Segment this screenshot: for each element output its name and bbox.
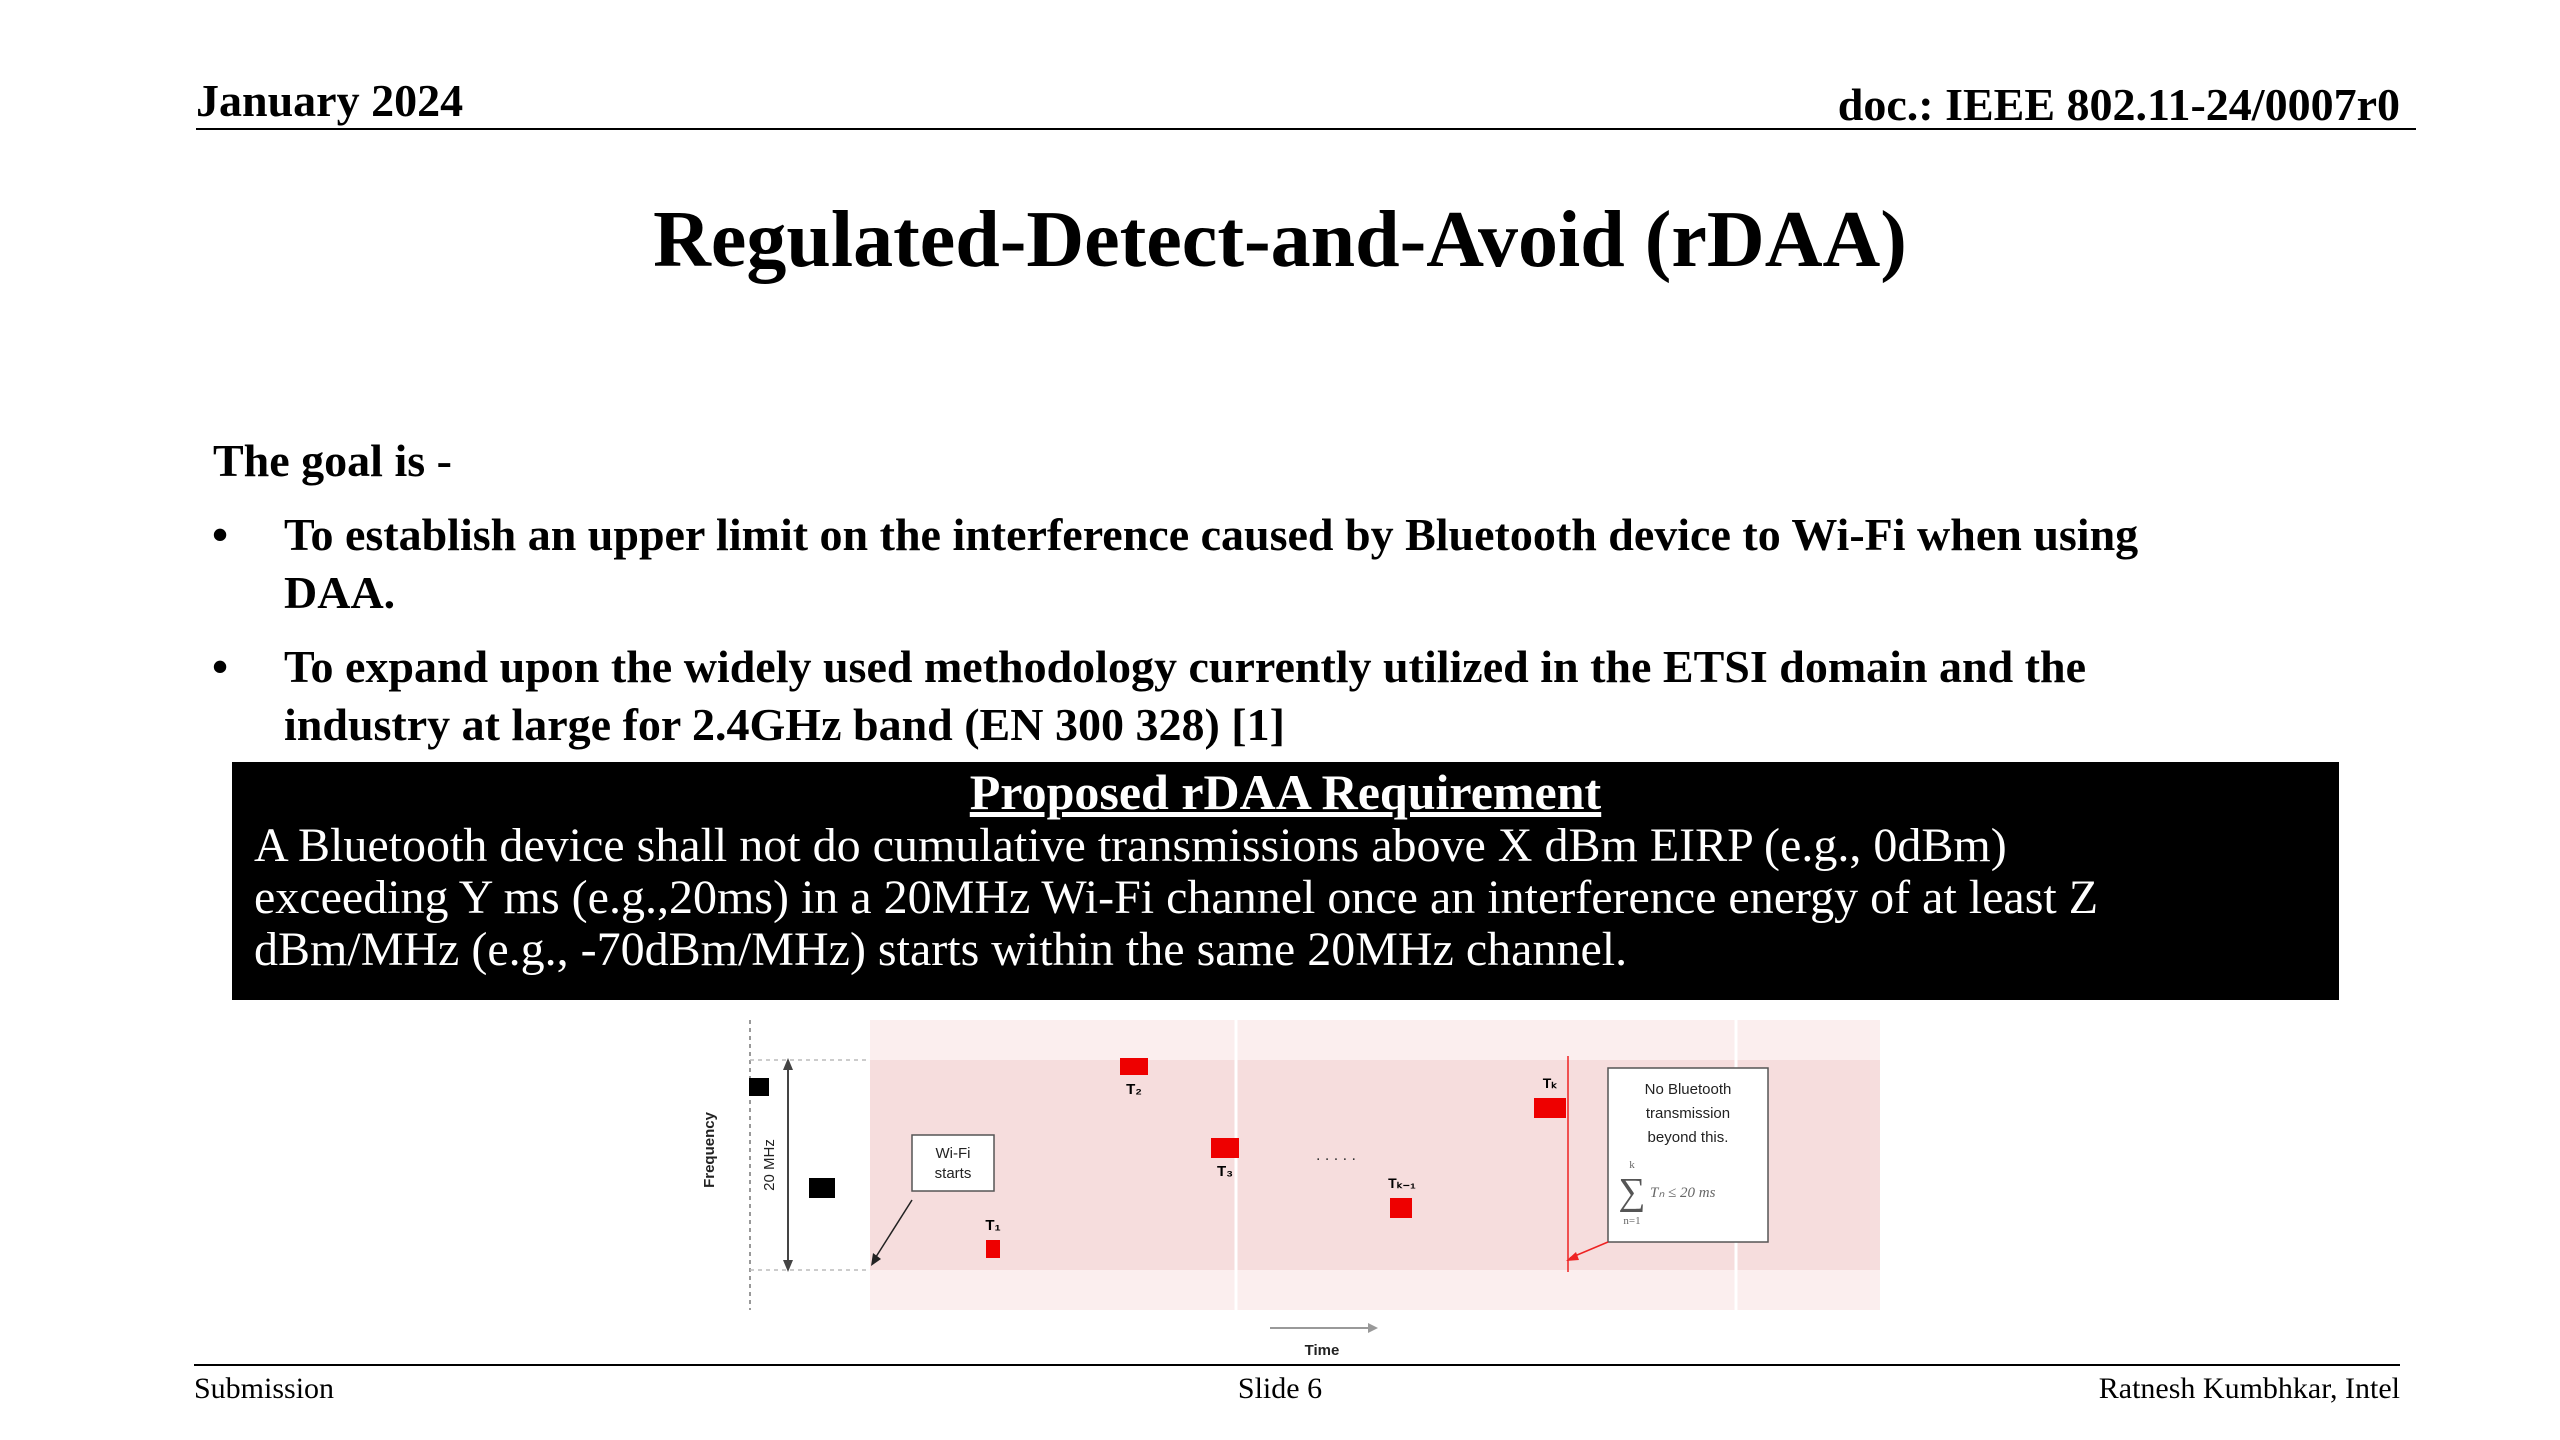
bt-label-tk-1: Tₖ₋₁ (1388, 1175, 1416, 1191)
requirement-body: A Bluetooth device shall not do cumulati… (254, 820, 2324, 976)
no-bt-line-3: beyond this. (1648, 1129, 1729, 1146)
bullet-dot: • (212, 509, 229, 560)
no-bt-line-2: transmission (1646, 1105, 1730, 1122)
bt-burst-tk-1 (1390, 1198, 1412, 1218)
wifi-block-1 (749, 1078, 769, 1096)
time-axis-arrowhead (1368, 1323, 1378, 1333)
wifi-starts-line-1: Wi-Fi (936, 1145, 971, 1162)
wifi-starts-arrowhead (871, 1253, 881, 1266)
bt-label-t3: T₃ (1217, 1163, 1233, 1180)
requirement-title: Proposed rDAA Requirement (969, 764, 1602, 820)
bt-burst-t3 (1211, 1138, 1239, 1158)
note-arrowhead (1566, 1252, 1579, 1261)
bullet-2-line-1: To expand upon the widely used methodolo… (284, 641, 2086, 692)
bullet-dot: • (212, 641, 229, 692)
header-rule (196, 128, 2416, 130)
sum-lower-limit: n=1 (1623, 1215, 1640, 1227)
bt-label-t2: T₂ (1126, 1081, 1142, 1098)
bandwidth-arrowhead-bottom (783, 1260, 793, 1272)
header-doc-id: doc.: IEEE 802.11-24/0007r0 (1837, 79, 2400, 130)
bullet-1-line-2: DAA. (284, 567, 396, 618)
no-bt-line-1: No Bluetooth (1645, 1081, 1732, 1098)
header-date: January 2024 (196, 75, 464, 126)
ellipsis: . . . . . (1316, 1147, 1356, 1164)
footer-author: Ratnesh Kumbhkar, Intel (2098, 1372, 2400, 1405)
frequency-axis-label: Frequency (701, 1111, 718, 1188)
sum-upper-limit: k (1629, 1159, 1635, 1171)
sum-symbol: ∑ (1618, 1171, 1645, 1213)
bullet-item-2: • To expand upon the widely used methodo… (212, 638, 2362, 758)
bt-burst-t2 (1120, 1058, 1148, 1075)
goal-label: The goal is - (213, 435, 452, 486)
requirement-box: Proposed rDAA Requirement A Bluetooth de… (232, 762, 2339, 1000)
bt-burst-t1 (986, 1240, 1000, 1258)
bullet-1-line-1: To establish an upper limit on the inter… (284, 509, 2139, 560)
bullet-item-1: • To establish an upper limit on the int… (212, 506, 2362, 626)
requirement-line-3: dBm/MHz (e.g., -70dBm/MHz) starts within… (254, 923, 1628, 976)
bandwidth-label: 20 MHz (761, 1139, 778, 1191)
footer-slide-number: Slide 6 (1237, 1372, 1323, 1405)
time-axis-label: Time (1305, 1342, 1340, 1359)
bullet-2-line-2: industry at large for 2.4GHz band (EN 30… (284, 699, 1285, 750)
wifi-block-2 (809, 1178, 835, 1198)
requirement-line-1: A Bluetooth device shall not do cumulati… (254, 819, 2007, 872)
rdaa-timing-diagram: Frequency 20 MHz Wi-Fi starts T₁ T₂ T₃ .… (701, 1020, 1880, 1359)
sum-expression: Tₙ ≤ 20 ms (1650, 1185, 1716, 1201)
bt-label-tk: Tₖ (1543, 1075, 1558, 1091)
wifi-starts-note (911, 1134, 995, 1192)
wifi-starts-pointer (873, 1199, 913, 1261)
requirement-line-2: exceeding Y ms (e.g.,20ms) in a 20MHz Wi… (254, 871, 2099, 924)
bandwidth-arrowhead-top (783, 1058, 793, 1070)
slide-title: Regulated-Detect-and-Avoid (rDAA) (653, 196, 1907, 284)
bt-burst-tk (1534, 1098, 1566, 1118)
bt-label-t1: T₁ (985, 1217, 1000, 1234)
footer-submission: Submission (194, 1372, 335, 1405)
footer-rule (194, 1364, 2400, 1366)
wifi-starts-line-2: starts (935, 1165, 972, 1182)
no-bluetooth-note (1607, 1067, 1769, 1243)
